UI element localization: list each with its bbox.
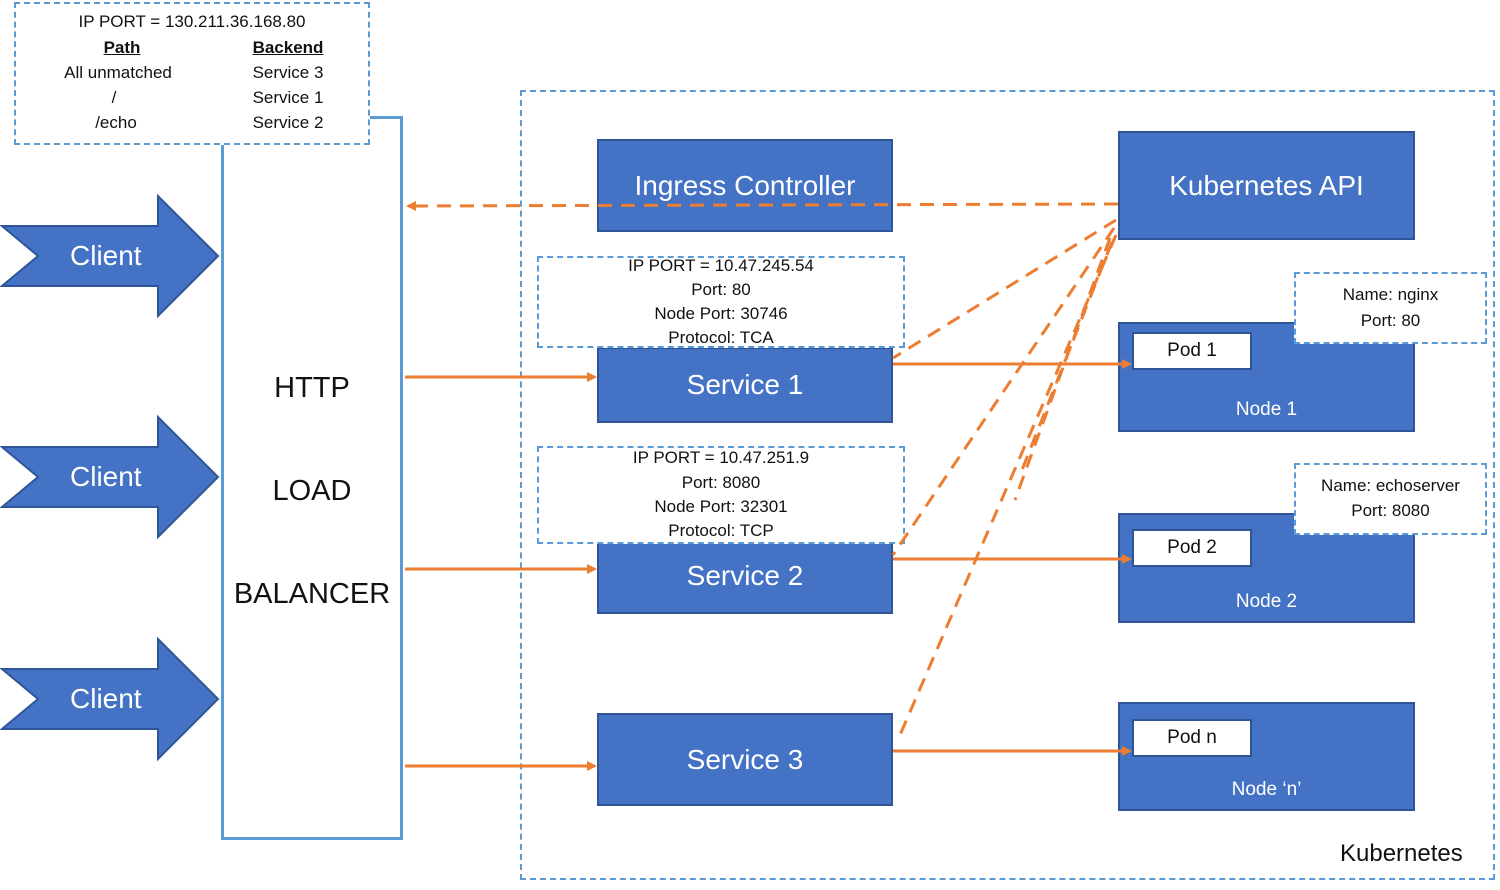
client-label: Client bbox=[70, 683, 142, 714]
service-3-label: Service 3 bbox=[686, 743, 804, 775]
service-2-ip-port: IP PORT = 10.47.251.9 bbox=[632, 448, 810, 467]
route-path: /echo bbox=[95, 113, 137, 132]
pod-1-info-box bbox=[1294, 272, 1487, 344]
kubernetes-api-box: Kubernetes API bbox=[1118, 131, 1415, 240]
pod-2: Pod 2 bbox=[1132, 529, 1252, 567]
api-to-node-n-dash bbox=[1020, 241, 1114, 471]
pod-2-port: Port: 8080 bbox=[1351, 501, 1430, 520]
ingress-controller-label: Ingress Controller bbox=[634, 169, 856, 201]
service-1-box: Service 1 bbox=[597, 347, 893, 423]
load-balancer-line-load: LOAD bbox=[272, 475, 352, 507]
api-to-service-2-dash bbox=[891, 227, 1116, 556]
route-path: All unmatched bbox=[64, 63, 172, 82]
service-1-label: Service 1 bbox=[686, 369, 804, 400]
service-1-ip-port: IP PORT = 10.47.245.54 bbox=[628, 256, 814, 275]
pod-n: Pod n bbox=[1132, 719, 1252, 757]
pod-1-port: Port: 80 bbox=[1360, 311, 1421, 330]
route-backend: Service 1 bbox=[252, 88, 324, 107]
node-1-label: Node 1 bbox=[1235, 399, 1298, 420]
service-1-node-port: Node Port: 30746 bbox=[654, 304, 788, 323]
load-balancer-line-balancer: BALANCER bbox=[233, 578, 391, 610]
node-n-label: Node ‘n’ bbox=[1231, 779, 1302, 800]
client-arrow-shape bbox=[0, 193, 220, 319]
kubernetes-api-label: Kubernetes API bbox=[1169, 169, 1364, 201]
ingress-routing-table bbox=[14, 2, 370, 145]
service-3-box: Service 3 bbox=[597, 713, 893, 806]
backend-column-header: Backend bbox=[252, 38, 324, 57]
pod-1-name: Name: nginx bbox=[1342, 285, 1439, 304]
ingress-controller-box: Ingress Controller bbox=[597, 139, 893, 232]
ingress-ip-port: IP PORT = 130.211.36.168.80 bbox=[78, 12, 306, 31]
client-arrow-shape bbox=[0, 414, 220, 540]
kubernetes-label: Kubernetes bbox=[1340, 840, 1463, 867]
route-backend: Service 3 bbox=[252, 63, 324, 82]
pod-1: Pod 1 bbox=[1132, 332, 1252, 370]
client-arrow-shape bbox=[0, 636, 220, 762]
api-to-load-balancer-arrow bbox=[406, 200, 1119, 211]
service-2-label: Service 2 bbox=[686, 560, 804, 591]
client-label: Client bbox=[70, 461, 142, 492]
node-2-label: Node 2 bbox=[1235, 591, 1298, 612]
kubernetes-cluster-boundary bbox=[520, 90, 1495, 880]
service-2-node-port: Node Port: 32301 bbox=[654, 497, 788, 516]
route-path: / bbox=[111, 88, 117, 107]
load-balancer-line-http: HTTP bbox=[274, 372, 350, 404]
route-backend: Service 2 bbox=[252, 113, 324, 132]
client-label: Client bbox=[70, 240, 142, 271]
service-1-port: Port: 80 bbox=[691, 280, 751, 299]
pod-2-info-box bbox=[1294, 463, 1487, 535]
pod-2-name: Name: echoserver bbox=[1321, 476, 1460, 495]
service-2-port: Port: 8080 bbox=[681, 473, 761, 492]
service-1-info-box bbox=[537, 256, 905, 348]
api-to-node-2-dash bbox=[1013, 237, 1112, 501]
service-2-protocol: Protocol: TCP bbox=[668, 521, 774, 540]
service-1-protocol: Protocol: TCA bbox=[668, 328, 774, 347]
path-column-header: Path bbox=[103, 38, 141, 57]
api-to-service-1-dash bbox=[892, 218, 1117, 360]
service-2-info-box bbox=[537, 446, 905, 544]
load-balancer bbox=[221, 116, 403, 840]
